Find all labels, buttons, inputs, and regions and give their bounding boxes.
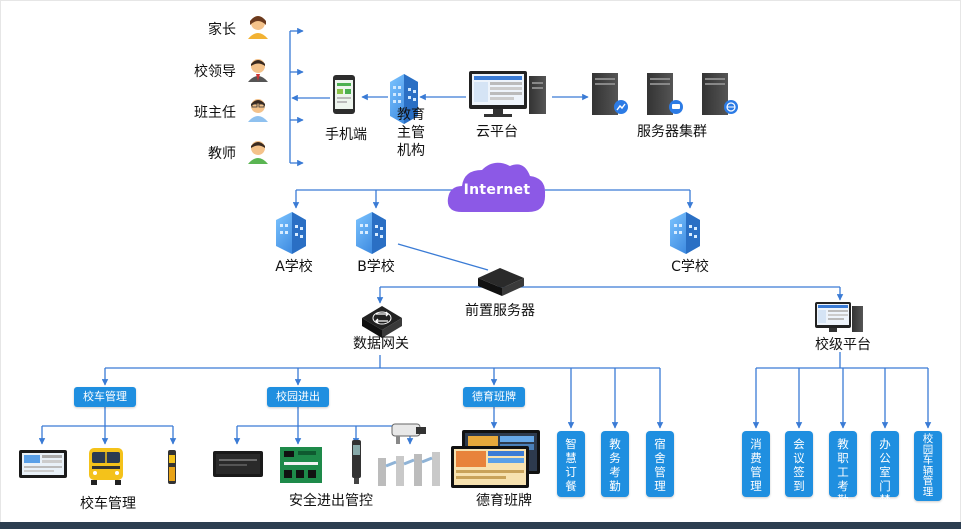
edu-authority-line-2: 主管: [397, 125, 425, 141]
moral-module-title: 德育班牌: [476, 493, 532, 509]
char: 公: [879, 451, 891, 465]
char: 管: [750, 465, 762, 479]
bus-dashboard-screen-icon: [19, 450, 67, 478]
char: 教: [609, 437, 621, 451]
char: 考: [837, 479, 849, 493]
char: 校: [922, 433, 934, 445]
school-platform-computer-icon: [815, 302, 863, 332]
char: 理: [922, 485, 934, 498]
char: 议: [793, 451, 805, 465]
cloud-platform-label: 云平台: [476, 124, 518, 140]
school-b-building-icon: [356, 212, 386, 254]
server-cluster-label: 服务器集群: [637, 124, 707, 140]
char: 管: [922, 475, 934, 488]
server-cluster-icon: [592, 73, 738, 115]
moral-class-board-button[interactable]: 德育班牌: [463, 387, 525, 407]
mobile-label: 手机端: [325, 127, 367, 143]
class-board-display-icon: [451, 430, 540, 488]
teacher-avatar-icon: [248, 141, 268, 164]
char: 慧: [565, 451, 577, 465]
char: 智: [565, 437, 577, 451]
edu-authority-line-3: 机构: [397, 143, 425, 159]
char: 签: [793, 465, 805, 479]
school-a-building-icon: [276, 212, 306, 254]
edu-authority-label: 教育 主管 机构: [397, 106, 425, 160]
front-server-icon: [478, 268, 524, 296]
connection-lines: [38, 27, 932, 445]
school-bus-icon: [89, 448, 123, 485]
char: 室: [879, 465, 891, 479]
academic-attendance-box[interactable]: 教务考勤: [601, 431, 629, 497]
char: 费: [750, 451, 762, 465]
staff-attendance-box[interactable]: 教职工考勤: [829, 431, 857, 507]
char: 园: [922, 443, 934, 456]
char: 教: [837, 437, 849, 451]
school-b-label: B学校: [357, 259, 395, 275]
head-teacher-avatar-icon: [248, 99, 268, 122]
edu-authority-building-icon: [390, 74, 418, 124]
char: 勤: [609, 479, 621, 493]
char: 职: [837, 451, 849, 465]
char: 订: [565, 465, 577, 479]
meeting-signin-box[interactable]: 会议签到: [785, 431, 813, 497]
char: 门: [879, 479, 891, 493]
bus-card-reader-icon: [168, 450, 176, 484]
parent-label: 家长: [208, 22, 236, 38]
school-platform-label: 校级平台: [815, 337, 871, 353]
campus-module-title: 安全进出管控: [289, 493, 373, 509]
dormitory-management-box[interactable]: 宿舍管理: [646, 431, 674, 497]
char: 宿: [654, 437, 666, 451]
bus-module-title: 校车管理: [80, 496, 136, 512]
controller-board-icon: [280, 447, 322, 483]
internet-label: Internet: [463, 182, 531, 198]
data-gateway-icon: [362, 306, 402, 338]
school-leader-label: 校领导: [194, 64, 236, 80]
security-camera-icon: [391, 423, 426, 444]
teacher-label: 教师: [208, 146, 236, 162]
front-server-label: 前置服务器: [465, 303, 535, 319]
office-access-box[interactable]: 办公室门禁: [871, 431, 899, 507]
school-c-building-icon: [670, 212, 700, 254]
char: 餐: [565, 479, 577, 493]
char: 消: [750, 437, 762, 451]
char: 勤: [837, 493, 849, 507]
char: 管: [654, 465, 666, 479]
cloud-platform-computer-icon: [469, 71, 546, 117]
parent-avatar-icon: [248, 16, 268, 39]
consumption-management-box[interactable]: 消费管理: [742, 431, 770, 497]
char: 务: [609, 451, 621, 465]
turnstile-gate-icon: [378, 452, 440, 486]
school-a-label: A学校: [275, 259, 313, 275]
head-teacher-label: 班主任: [194, 105, 236, 121]
bottom-bar: [0, 522, 961, 529]
char: 到: [793, 479, 805, 493]
char: 办: [879, 437, 891, 451]
char: 禁: [879, 493, 891, 507]
school-c-label: C学校: [671, 259, 709, 275]
bus-management-button[interactable]: 校车管理: [74, 387, 136, 407]
char: 理: [750, 479, 762, 493]
char: 车: [922, 454, 934, 467]
char: 辆: [922, 464, 934, 477]
char: 理: [654, 479, 666, 493]
campus-vehicle-management-box[interactable]: 校园车辆管理: [914, 431, 942, 501]
edu-authority-line-1: 教育: [397, 107, 425, 123]
face-recognition-terminal-icon: [352, 440, 361, 484]
smart-ordering-box[interactable]: 智慧订餐: [557, 431, 585, 497]
access-control-panel-icon: [213, 451, 263, 477]
char: 考: [609, 465, 621, 479]
internet-cloud-icon: [447, 162, 546, 212]
data-gateway-label: 数据网关: [353, 336, 409, 352]
mobile-phone-icon: [333, 75, 355, 114]
char: 舍: [654, 451, 666, 465]
char: 工: [837, 465, 849, 479]
char: 会: [793, 437, 805, 451]
campus-access-button[interactable]: 校园进出: [267, 387, 329, 407]
school-leader-avatar-icon: [248, 59, 268, 82]
